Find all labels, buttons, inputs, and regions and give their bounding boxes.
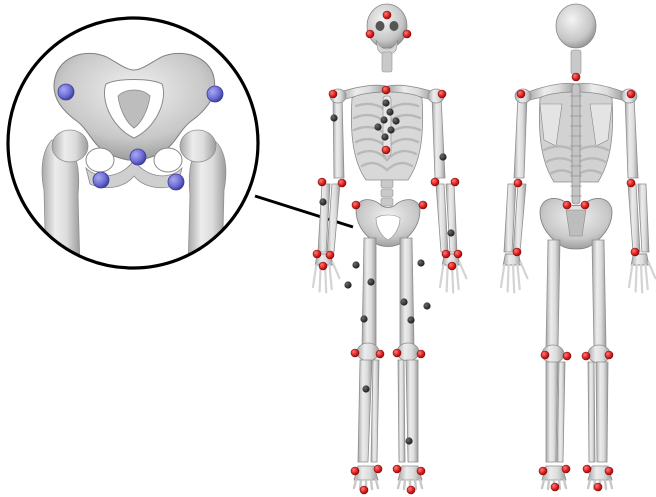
marker-xiphoid [382,146,390,154]
marker-wrist-left-2 [326,251,334,259]
marker-black-chest-6 [387,126,394,133]
marker-knee-left-med [376,350,384,358]
marker-post-knee-left-med [563,352,571,360]
marker-post-heel-left [551,483,559,491]
marker-elbow-left-med [338,179,346,187]
marker-post-psis-left [563,201,571,209]
marker-post-ankle-right-med [583,465,591,473]
marker-shoulder-left [329,90,337,98]
posterior-skull [556,4,596,48]
marker-temple-left [366,30,374,38]
marker-asis-right [419,201,427,209]
marker-black-thigh-right-4 [407,316,414,323]
marker-post-knee-right-lat [605,351,613,359]
marker-sternum-top [382,86,390,94]
marker-wrist-right-2 [454,250,462,258]
marker-post-ankle-right-lat [605,467,613,475]
marker-black-thigh-right-3 [423,302,430,309]
marker-asis-left [352,201,360,209]
marker-toe-right [407,486,415,494]
marker-black-chest-3 [380,116,387,123]
marker-black-chest-5 [374,123,381,130]
marker-hand-left [319,262,327,270]
marker-post-ankle-left-lat [539,467,547,475]
inset-marker-pubic-symphysis [130,149,146,165]
marker-head-front [383,11,391,19]
marker-black-thigh-left-1 [352,261,359,268]
inset-marker-left-asis [58,84,74,100]
anterior-skeleton [313,4,466,490]
marker-temple-right [403,30,411,38]
inset-marker-right-ischium [168,174,184,190]
marker-black-shank-left [362,385,369,392]
marker-ankle-left-lat [351,467,359,475]
marker-wrist-left-1 [313,250,321,258]
marker-black-thigh-left-4 [360,315,367,322]
marker-black-shank-right [405,437,412,444]
marker-post-shoulder-left [517,90,525,98]
marker-black-thigh-right-2 [400,298,407,305]
marker-post-elbow-left [514,179,522,187]
marker-elbow-right-med [431,178,439,186]
marker-black-thigh-left-2 [344,281,351,288]
marker-ankle-left-med [374,465,382,473]
marker-black-thigh-left-3 [367,278,374,285]
marker-ankle-right-med [393,465,401,473]
marker-knee-right-med [393,349,401,357]
marker-post-shoulder-right [627,90,635,98]
marker-post-psis-right [581,201,589,209]
marker-elbow-right-lat [451,178,459,186]
marker-post-wrist-right [631,248,639,256]
marker-post-knee-right-med [582,352,590,360]
marker-wrist-right-1 [442,250,450,258]
marker-post-ankle-left-med [562,465,570,473]
marker-ankle-right-lat [417,467,425,475]
marker-black-upperarm-right [439,153,446,160]
marker-black-forearm-right [447,229,454,236]
anterior-red-markers [313,11,462,494]
marker-post-elbow-right [627,179,635,187]
marker-elbow-left-lat [318,178,326,186]
marker-black-chest-1 [382,99,389,106]
marker-post-knee-left-lat [541,351,549,359]
marker-black-chest-7 [381,133,388,140]
inset-marker-left-ischium [93,172,109,188]
marker-black-thigh-right-1 [417,259,424,266]
pelvis-detail-inset [8,18,258,270]
marker-knee-left-lat [351,349,359,357]
marker-black-forearm-left [319,198,326,205]
marker-shoulder-right [438,90,446,98]
marker-black-chest-2 [386,108,393,115]
marker-post-heel-right [594,483,602,491]
marker-black-upperarm-left [330,114,337,121]
marker-post-wrist-left [513,248,521,256]
inset-marker-right-asis [207,86,223,102]
marker-black-chest-4 [392,117,399,124]
marker-hand-right [448,262,456,270]
marker-post-c7 [572,73,580,81]
anterior-skull [367,4,407,48]
marker-toe-left [360,486,368,494]
marker-knee-right-lat [417,350,425,358]
